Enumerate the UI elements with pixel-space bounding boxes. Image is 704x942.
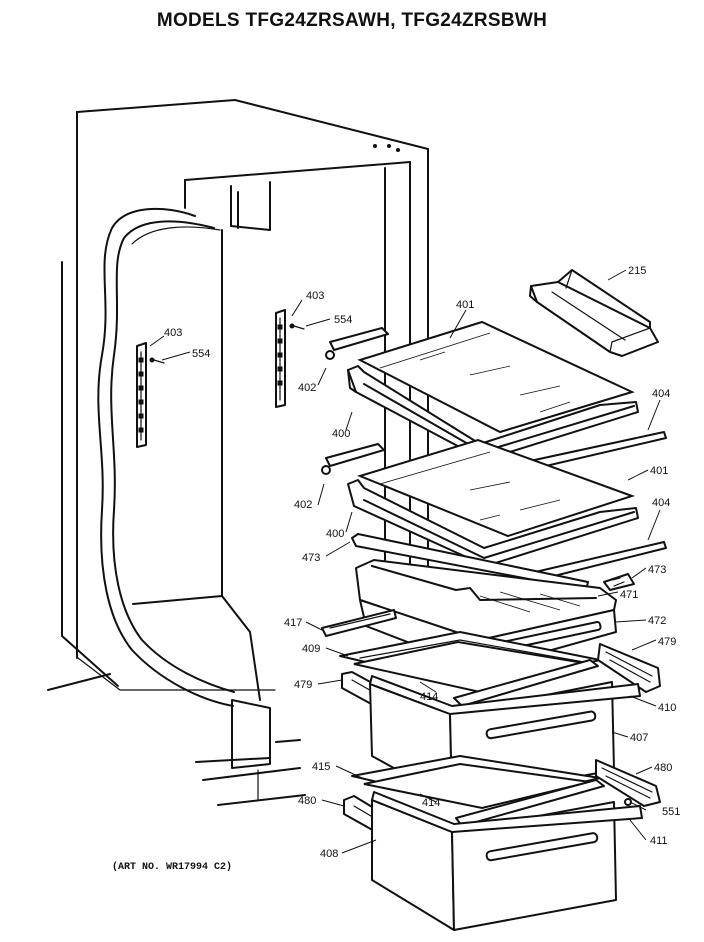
callout-554-left: 554 — [192, 348, 210, 360]
middle-shelf — [321, 438, 667, 585]
callout-554-right: 554 — [334, 314, 352, 326]
shelf-support-left — [136, 342, 165, 448]
callout-414-lower: 414 — [422, 797, 440, 809]
door-liner — [97, 207, 235, 707]
callout-415: 415 — [312, 761, 330, 773]
callout-404-middle: 404 — [652, 497, 670, 509]
leader-lines — [149, 269, 661, 854]
callout-414-upper: 414 — [420, 691, 438, 703]
callout-407: 407 — [630, 732, 648, 744]
callout-417: 417 — [284, 617, 302, 629]
callout-215: 215 — [628, 265, 646, 277]
callout-410: 410 — [658, 702, 676, 714]
upper-shelf — [325, 320, 667, 473]
callout-471: 471 — [620, 589, 638, 601]
callout-400-upper: 400 — [332, 428, 350, 440]
callout-472: 472 — [648, 615, 666, 627]
callout-402-upper: 402 — [298, 382, 316, 394]
callout-551: 551 — [662, 806, 680, 818]
callout-403-right: 403 — [306, 290, 324, 302]
callout-479-right: 479 — [658, 636, 676, 648]
diagram-title: MODELS TFG24ZRSAWH, TFG24ZRSBWH — [156, 10, 548, 31]
callout-400-middle: 400 — [326, 528, 344, 540]
callout-480-left: 480 — [298, 795, 316, 807]
callout-473-right: 473 — [648, 564, 666, 576]
callout-401-middle: 401 — [650, 465, 668, 477]
callout-408: 408 — [320, 848, 338, 860]
art-number: (ART NO. WR17994 C2) — [112, 862, 233, 873]
callout-401-upper: 401 — [456, 299, 474, 311]
callout-403-left: 403 — [164, 327, 182, 339]
door-bin-215 — [529, 269, 659, 357]
callout-numbers: 215 401 403 554 403 554 402 400 404 401 … — [164, 265, 680, 860]
callout-479-left: 479 — [294, 679, 312, 691]
callout-404-upper: 404 — [652, 388, 670, 400]
shelf-support-right — [275, 309, 305, 408]
callout-402-middle: 402 — [294, 499, 312, 511]
callout-409: 409 — [302, 643, 320, 655]
lower-crisper — [343, 755, 661, 931]
callout-473-left: 473 — [302, 552, 320, 564]
callout-480-right: 480 — [654, 762, 672, 774]
callout-411: 411 — [650, 835, 668, 847]
